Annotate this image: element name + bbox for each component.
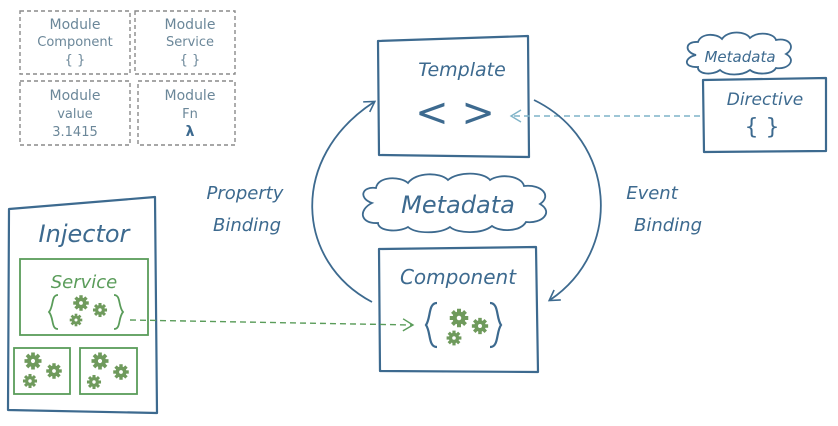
module-grid: Module Component { } Module Service { } … [19,10,236,146]
center-metadata-cloud: Metadata [362,172,547,234]
injector-service-box: Service [19,258,149,336]
property-binding-label: Property Binding [207,183,284,236]
component-gears-icon [424,301,503,349]
directive-braces-icon: { } [745,115,780,140]
injector-box: Injector Service [6,195,159,415]
event-binding-line2: Binding [634,215,702,236]
directive-title: Directive [727,90,804,110]
module-fn-line2: Fn [182,107,198,122]
module-service-line2: Service [166,35,214,50]
injector-service-label: Service [51,272,118,293]
module-fn-line3: λ [186,124,195,140]
module-service-line3: { } [180,53,201,68]
directive-metadata-label: Metadata [704,48,775,66]
module-component-line3: { } [65,53,86,68]
module-value-box: Module value 3.1415 [19,80,131,146]
event-binding-arrow [533,99,602,302]
injector-service-box-2 [13,347,71,395]
event-binding-line1: Event [626,183,679,204]
module-fn-box: Module Fn λ [137,80,236,146]
module-value-line2: value [57,107,93,122]
module-value-line1: Module [50,88,101,104]
component-title: Component [400,265,517,289]
template-title: Template [418,59,506,81]
property-binding-line2: Binding [213,215,281,236]
service-gears-icon-3 [86,352,129,390]
service-gears-icon [47,294,125,330]
service-gears-icon-2 [22,352,62,389]
module-component-box: Module Component { } [19,10,131,75]
module-component-line1: Module [50,17,101,33]
module-fn-line1: Module [165,88,216,104]
template-box: Template < > [376,34,531,159]
module-value-line3: 3.1415 [52,125,98,140]
template-angle-brackets-icon: < > [415,90,495,136]
directive-metadata-cloud: Metadata [685,31,792,76]
event-binding-label: Event Binding [626,183,702,236]
module-component-line2: Component [37,35,112,50]
injector-service-box-3 [79,347,138,395]
property-binding-arrow [311,100,377,303]
directive-box: Directive { } [701,76,828,154]
center-metadata-label: Metadata [401,191,515,219]
module-service-line1: Module [165,17,216,33]
service-to-component-arrow [129,318,415,332]
component-box: Component [377,245,540,374]
injector-title: Injector [39,220,132,248]
property-binding-line1: Property [207,183,284,204]
module-service-box: Module Service { } [134,10,236,75]
